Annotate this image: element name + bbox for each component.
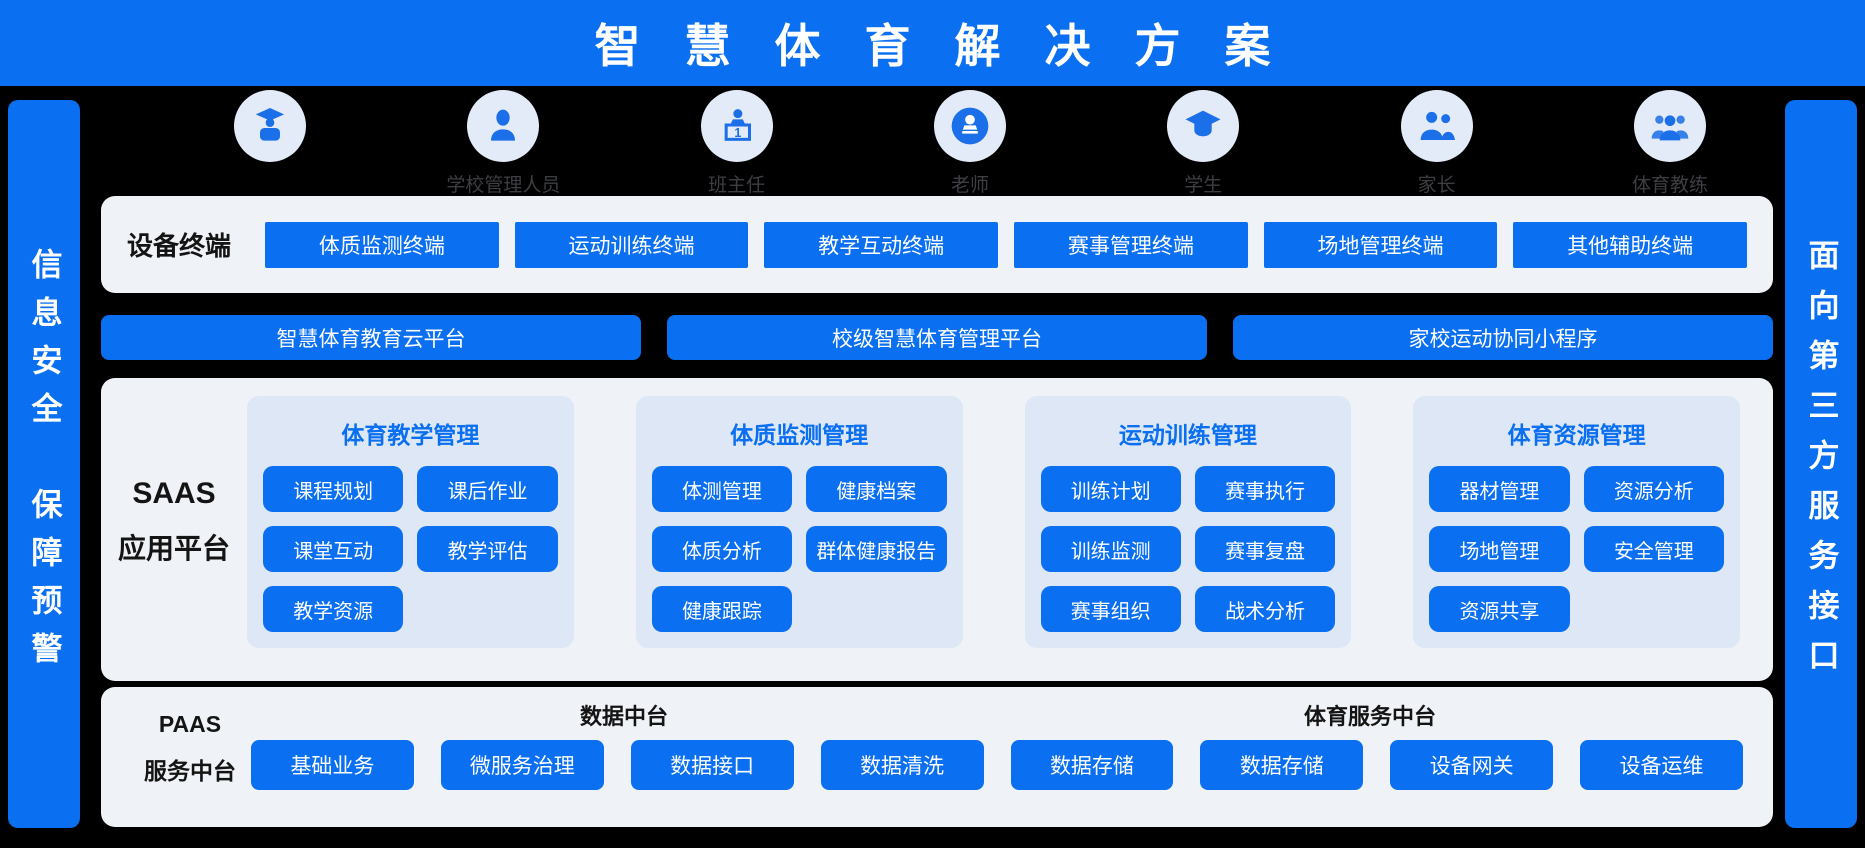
title-banner: 智慧体育解决方案 — [0, 0, 1865, 86]
sidebar-right-text: 面向第三方服务接口 — [1803, 239, 1839, 689]
role-item-teacher: 老师 — [895, 90, 1045, 196]
parents-icon — [1400, 90, 1473, 162]
device-terminal-teaching-interaction: 教学互动终端 — [764, 221, 999, 268]
paas-platform-label: PAAS 服务中台 — [129, 699, 251, 827]
role-item-school-admin: 学校管理人员 — [428, 90, 578, 196]
paas-module-data-storage-2: 数据存储 — [1200, 740, 1364, 790]
svg-text:1: 1 — [734, 126, 741, 140]
paas-module-data-cleaning: 数据清洗 — [820, 740, 984, 790]
graduation-cap-icon — [1167, 90, 1240, 162]
role-label: 学生 — [1184, 175, 1223, 196]
role-label: 老师 — [950, 175, 989, 196]
paas-module-device-operations: 设备运维 — [1580, 740, 1743, 790]
device-terminals-panel: 设备终端 体质监测终端 运动训练终端 教学互动终端 赛事管理终端 场地管理终端 … — [101, 196, 1773, 293]
role-label: 班主任 — [708, 175, 766, 196]
role-item-student: 学生 — [1128, 90, 1278, 196]
saas-group-title: 体育教学管理 — [341, 422, 480, 448]
saas-module-group-health-report: 群体健康报告 — [806, 526, 947, 572]
saas-groups: 体育教学管理 课程规划 课后作业 课堂互动 教学评估 教学资源 体质监测管理 体… — [247, 396, 1740, 648]
paas-main: 数据中台 体育服务中台 基础业务 微服务治理 数据接口 数据清洗 数据存储 数据… — [251, 699, 1743, 827]
device-terminals-label: 设备终端 — [127, 231, 232, 261]
saas-module-training-plan: 训练计划 — [1040, 466, 1181, 512]
platform-home-school-miniapp: 家校运动协同小程序 — [1233, 315, 1773, 360]
platform-cloud-education: 智慧体育教育云平台 — [101, 315, 641, 360]
teacher-desk-icon: 1 — [700, 90, 773, 162]
saas-module-fitness-analysis: 体质分析 — [651, 526, 793, 572]
paas-headers: 数据中台 体育服务中台 — [251, 699, 1743, 733]
device-terminal-sports-training: 运动训练终端 — [514, 221, 749, 268]
graduate-person-icon — [234, 90, 306, 162]
saas-module-health-tracking: 健康跟踪 — [651, 586, 793, 632]
role-label: 家长 — [1417, 175, 1456, 196]
paas-module-data-storage-1: 数据存储 — [1010, 740, 1174, 790]
saas-module-class-interaction: 课堂互动 — [263, 526, 404, 572]
saas-module-tactical-analysis: 战术分析 — [1194, 586, 1336, 632]
saas-platform-label: SAAS 应用平台 — [101, 477, 247, 567]
saas-label-line2: 应用平台 — [117, 533, 230, 564]
saas-module-training-monitoring: 训练监测 — [1040, 526, 1181, 572]
saas-group-training-management: 运动训练管理 训练计划 赛事执行 训练监测 赛事复盘 赛事组织 战术分析 — [1024, 396, 1352, 648]
saas-group-fitness-monitoring: 体质监测管理 体测管理 健康档案 体质分析 群体健康报告 健康跟踪 — [635, 396, 963, 648]
paas-platform-panel: PAAS 服务中台 数据中台 体育服务中台 基础业务 微服务治理 数据接口 数据… — [101, 687, 1773, 827]
saas-group-title: 体育资源管理 — [1507, 422, 1646, 448]
paas-label-line2: 服务中台 — [144, 758, 236, 784]
role-label: 学校管理人员 — [446, 175, 561, 196]
person-icon — [467, 90, 540, 162]
saas-module-fitness-test-management: 体测管理 — [651, 466, 793, 512]
teacher-podium-icon — [933, 90, 1006, 162]
role-item-graduate — [195, 90, 345, 196]
saas-module-venue-management: 场地管理 — [1429, 526, 1570, 572]
saas-platform-panel: SAAS 应用平台 体育教学管理 课程规划 课后作业 课堂互动 教学评估 教学资… — [101, 378, 1773, 681]
saas-module-event-review: 赛事复盘 — [1194, 526, 1336, 572]
saas-group-grid: 课程规划 课后作业 课堂互动 教学评估 教学资源 — [263, 466, 558, 632]
paas-module-microservice-governance: 微服务治理 — [440, 740, 604, 790]
platform-bars-row: 智慧体育教育云平台 校级智慧体育管理平台 家校运动协同小程序 — [101, 315, 1773, 360]
paas-module-basic-business: 基础业务 — [251, 740, 414, 790]
saas-group-title: 运动训练管理 — [1118, 422, 1257, 448]
paas-header-data-middle-platform: 数据中台 — [579, 704, 668, 729]
coach-group-icon — [1633, 90, 1706, 162]
sidebar-third-party-api: 面向第三方服务接口 — [1785, 100, 1857, 828]
saas-module-event-execution: 赛事执行 — [1194, 466, 1336, 512]
saas-module-teaching-evaluation: 教学评估 — [417, 526, 558, 572]
saas-module-event-organization: 赛事组织 — [1040, 586, 1181, 632]
sidebar-left-text-bottom: 保障预警 — [26, 488, 62, 680]
device-terminal-fitness-monitor: 体质监测终端 — [265, 221, 499, 268]
device-terminal-venue-management: 场地管理终端 — [1263, 221, 1498, 268]
saas-group-grid: 体测管理 健康档案 体质分析 群体健康报告 健康跟踪 — [651, 466, 947, 632]
saas-module-safety-management: 安全管理 — [1583, 526, 1724, 572]
page-title: 智慧体育解决方案 — [594, 20, 1315, 72]
saas-label-line1: SAAS — [132, 477, 216, 510]
saas-module-equipment-management: 器材管理 — [1429, 466, 1570, 512]
saas-group-grid: 训练计划 赛事执行 训练监测 赛事复盘 赛事组织 战术分析 — [1040, 466, 1336, 632]
saas-group-title: 体质监测管理 — [730, 422, 869, 448]
paas-button-row: 基础业务 微服务治理 数据接口 数据清洗 数据存储 数据存储 设备网关 设备运维 — [251, 740, 1743, 790]
platform-school-management: 校级智慧体育管理平台 — [667, 315, 1207, 360]
role-item-coach: 体育教练 — [1595, 90, 1745, 196]
saas-group-resource-management: 体育资源管理 器材管理 资源分析 场地管理 安全管理 资源共享 — [1413, 396, 1740, 648]
role-label: 体育教练 — [1631, 175, 1708, 196]
saas-module-homework: 课后作业 — [417, 466, 558, 512]
saas-module-resource-sharing: 资源共享 — [1429, 586, 1570, 632]
saas-module-course-planning: 课程规划 — [263, 466, 404, 512]
device-terminal-event-management: 赛事管理终端 — [1014, 221, 1248, 268]
device-terminal-other-auxiliary: 其他辅助终端 — [1513, 221, 1748, 268]
sidebar-info-security: 信息安全 保障预警 — [8, 100, 80, 828]
saas-group-grid: 器材管理 资源分析 场地管理 安全管理 资源共享 — [1429, 466, 1724, 632]
role-item-head-teacher: 1 班主任 — [662, 90, 812, 196]
saas-group-teaching-management: 体育教学管理 课程规划 课后作业 课堂互动 教学评估 教学资源 — [247, 396, 574, 648]
saas-module-health-records: 健康档案 — [806, 466, 947, 512]
paas-module-device-gateway: 设备网关 — [1390, 740, 1554, 790]
saas-module-teaching-resources: 教学资源 — [263, 586, 404, 632]
roles-row: 学校管理人员 1 班主任 老师 — [195, 90, 1745, 196]
paas-header-sports-service-platform: 体育服务中台 — [1303, 704, 1436, 729]
sidebar-left-text-top: 信息安全 — [26, 248, 62, 440]
role-item-parent: 家长 — [1362, 90, 1512, 196]
paas-module-data-interface: 数据接口 — [630, 740, 794, 790]
paas-label-line1: PAAS — [158, 711, 222, 737]
saas-module-resource-analysis: 资源分析 — [1583, 466, 1724, 512]
